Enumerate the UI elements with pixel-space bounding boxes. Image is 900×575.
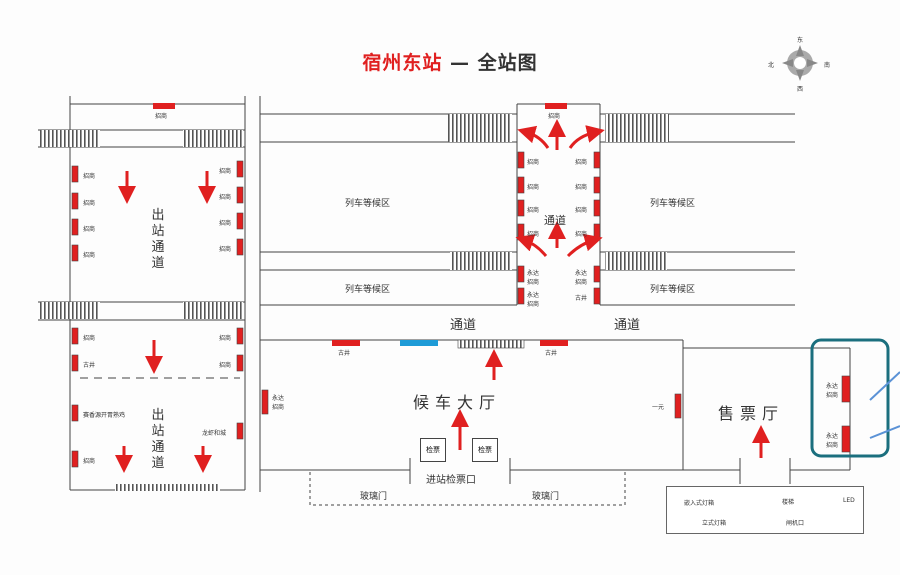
ad-label: 赛香源开胃熟鸡 [83,412,126,419]
ad-label: 永达招商 [272,395,285,411]
compass-north-label: 东 [797,37,804,44]
ad-label: 招商 [219,362,232,369]
waiting-area-label: 列车等候区 [650,199,696,209]
ad-label: 永达招商 [527,270,540,286]
ad-label: 招商 [219,194,232,201]
exit-channel-lower: 出站通道 [151,408,165,471]
ad-label: 招商 [83,458,96,465]
ticket-hall-label: 售票厅 [718,404,785,423]
ad-label: 招商 [527,207,540,214]
station-name: 宿州东站 [362,52,443,74]
title-dash: — [442,52,478,74]
ticket-gate: 检票 [420,438,446,462]
ad-label: 一元 [652,404,665,411]
waiting-area-label: 列车等候区 [345,199,391,209]
channel-label-right: 通道 [614,318,641,333]
legend-embedded-lightbox: 嵌入式灯箱 [684,500,715,507]
legend-gate: 闸机口 [786,520,805,527]
ad-label: 永达招商 [826,383,839,399]
glass-door-right: 玻璃门 [532,492,560,502]
ad-label: 招商 [219,220,232,227]
compass-west-label: 北 [768,62,775,69]
ad-label: 招商 [548,113,561,120]
ad-label: 古井 [575,295,588,302]
compass-east-label: 南 [824,62,831,69]
ad-label: 永达招商 [826,433,839,449]
ad-label: 招商 [527,184,540,191]
ad-label: 古井 [338,350,351,357]
ad-label: 招商 [575,207,588,214]
ad-label: 招商 [219,246,232,253]
ad-label: 龙虾和城 [202,430,227,437]
exit-channel-upper: 出站通道 [151,208,165,271]
ad-label: 招商 [527,159,540,166]
ad-label: 永达招商 [527,292,540,308]
ad-label: 招商 [83,200,96,207]
ad-label: 古井 [545,350,558,357]
ad-label: 招商 [527,231,540,238]
ad-label: 招商 [155,113,168,120]
compass-icon [782,45,818,81]
ad-label: 招商 [575,184,588,191]
ad-label: 招商 [219,335,232,342]
ad-label: 招商 [83,226,96,233]
ad-label: 招商 [83,252,96,259]
ad-label: 招商 [219,168,232,175]
waiting-area-label: 列车等候区 [345,285,391,295]
legend-standing-lightbox: 立式灯箱 [702,520,727,527]
waiting-area-label: 列车等候区 [650,285,696,295]
compass-south-label: 西 [797,86,804,93]
channel-label-left: 通道 [450,318,477,333]
ad-label: 古井 [83,362,96,369]
ad-label: 永达招商 [575,270,588,286]
legend-led: LED [843,497,855,504]
ad-label: 招商 [83,173,96,180]
ad-label: 招商 [575,159,588,166]
center-channel-label: 通道 [544,214,566,227]
ad-label: 招商 [83,335,96,342]
entry-check-label: 进站检票口 [426,475,476,486]
title-subtitle: 全站图 [477,52,538,74]
waiting-hall-label: 候车大厅 [413,393,502,412]
glass-door-left: 玻璃门 [360,492,388,502]
ticket-gate: 检票 [472,438,498,462]
legend-box [666,486,864,534]
ad-label: 招商 [575,231,588,238]
page-title: 宿州东站 — 全站图 [0,48,900,75]
legend-stairs: 楼梯 [782,499,795,506]
